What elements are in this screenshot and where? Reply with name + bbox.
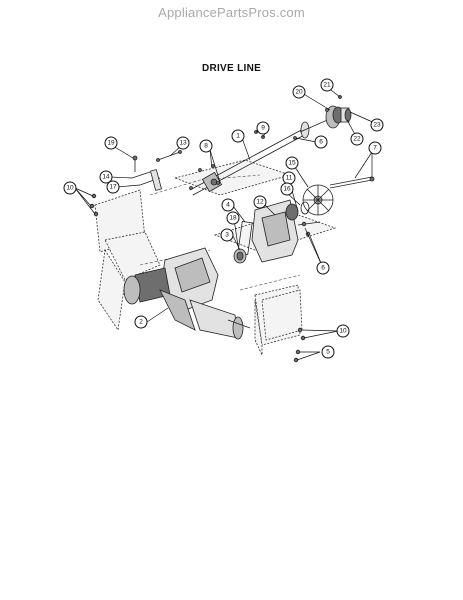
svg-text:20: 20: [295, 89, 303, 96]
svg-text:12: 12: [256, 199, 264, 206]
callout-4: 4: [221, 198, 235, 212]
belt-rod-part: [329, 176, 375, 189]
svg-text:21: 21: [323, 82, 331, 89]
frame-bolts: [89, 130, 311, 363]
gear-case-part: [251, 199, 321, 263]
callout-1: 1: [231, 129, 245, 143]
callout-19: 19: [104, 136, 118, 150]
callout-7: 7: [368, 141, 382, 155]
svg-text:13: 13: [179, 140, 187, 147]
diagram-title: DRIVE LINE: [201, 63, 262, 74]
callout-10-right: 10: [336, 324, 350, 338]
callout-14: 14: [99, 170, 113, 184]
fan-part: [302, 184, 334, 216]
callout-8: 8: [199, 139, 213, 153]
callout-11: 11: [282, 171, 296, 185]
drive-shaft-part: [189, 121, 310, 196]
svg-text:6: 6: [321, 265, 325, 272]
svg-text:11: 11: [286, 175, 293, 182]
callout-17: 17: [106, 180, 120, 194]
coupler-assembly: [299, 95, 352, 133]
callout-15: 15: [285, 156, 299, 170]
svg-text:7: 7: [373, 145, 377, 152]
svg-text:5: 5: [326, 349, 330, 356]
frame-right-plate: [254, 284, 303, 356]
callout-22: 22: [350, 132, 364, 146]
callout-23: 23: [370, 118, 384, 132]
callout-20: 20: [292, 85, 306, 99]
callout-21: 21: [320, 78, 334, 92]
svg-text:3: 3: [225, 232, 229, 239]
callout-16: 16: [280, 182, 294, 196]
svg-text:22: 22: [353, 136, 361, 143]
rod-part: [156, 150, 182, 162]
svg-text:19: 19: [107, 140, 115, 147]
transaxle-part: [123, 247, 251, 340]
svg-text:16: 16: [283, 186, 291, 193]
callout-12: 12: [253, 195, 267, 209]
frame-left-plate: [94, 189, 161, 332]
svg-text:1: 1: [236, 133, 240, 140]
callout-10-left: 10: [63, 181, 77, 195]
svg-text:23: 23: [373, 122, 381, 129]
callout-5: 5: [321, 345, 335, 359]
svg-text:6: 6: [319, 139, 323, 146]
svg-text:2: 2: [139, 319, 143, 326]
svg-text:18: 18: [229, 215, 237, 222]
callout-3: 3: [220, 228, 234, 242]
callout-6-upper: 6: [314, 135, 328, 149]
svg-text:4: 4: [226, 202, 230, 209]
callout-6-lower: 6: [316, 261, 330, 275]
svg-text:9: 9: [261, 125, 265, 132]
gasket-seal-parts: [233, 221, 253, 264]
callout-18: 18: [226, 211, 240, 225]
svg-text:10: 10: [339, 328, 347, 335]
pin-parts: [131, 155, 162, 191]
svg-text:14: 14: [102, 174, 110, 181]
site-watermark: AppliancePartsPros.com: [158, 5, 305, 20]
callout-9: 9: [256, 121, 270, 135]
svg-text:10: 10: [66, 185, 74, 192]
svg-text:17: 17: [109, 184, 117, 191]
svg-text:8: 8: [204, 143, 208, 150]
svg-text:15: 15: [288, 160, 296, 167]
callout-13: 13: [176, 136, 190, 150]
callout-2: 2: [134, 315, 148, 329]
